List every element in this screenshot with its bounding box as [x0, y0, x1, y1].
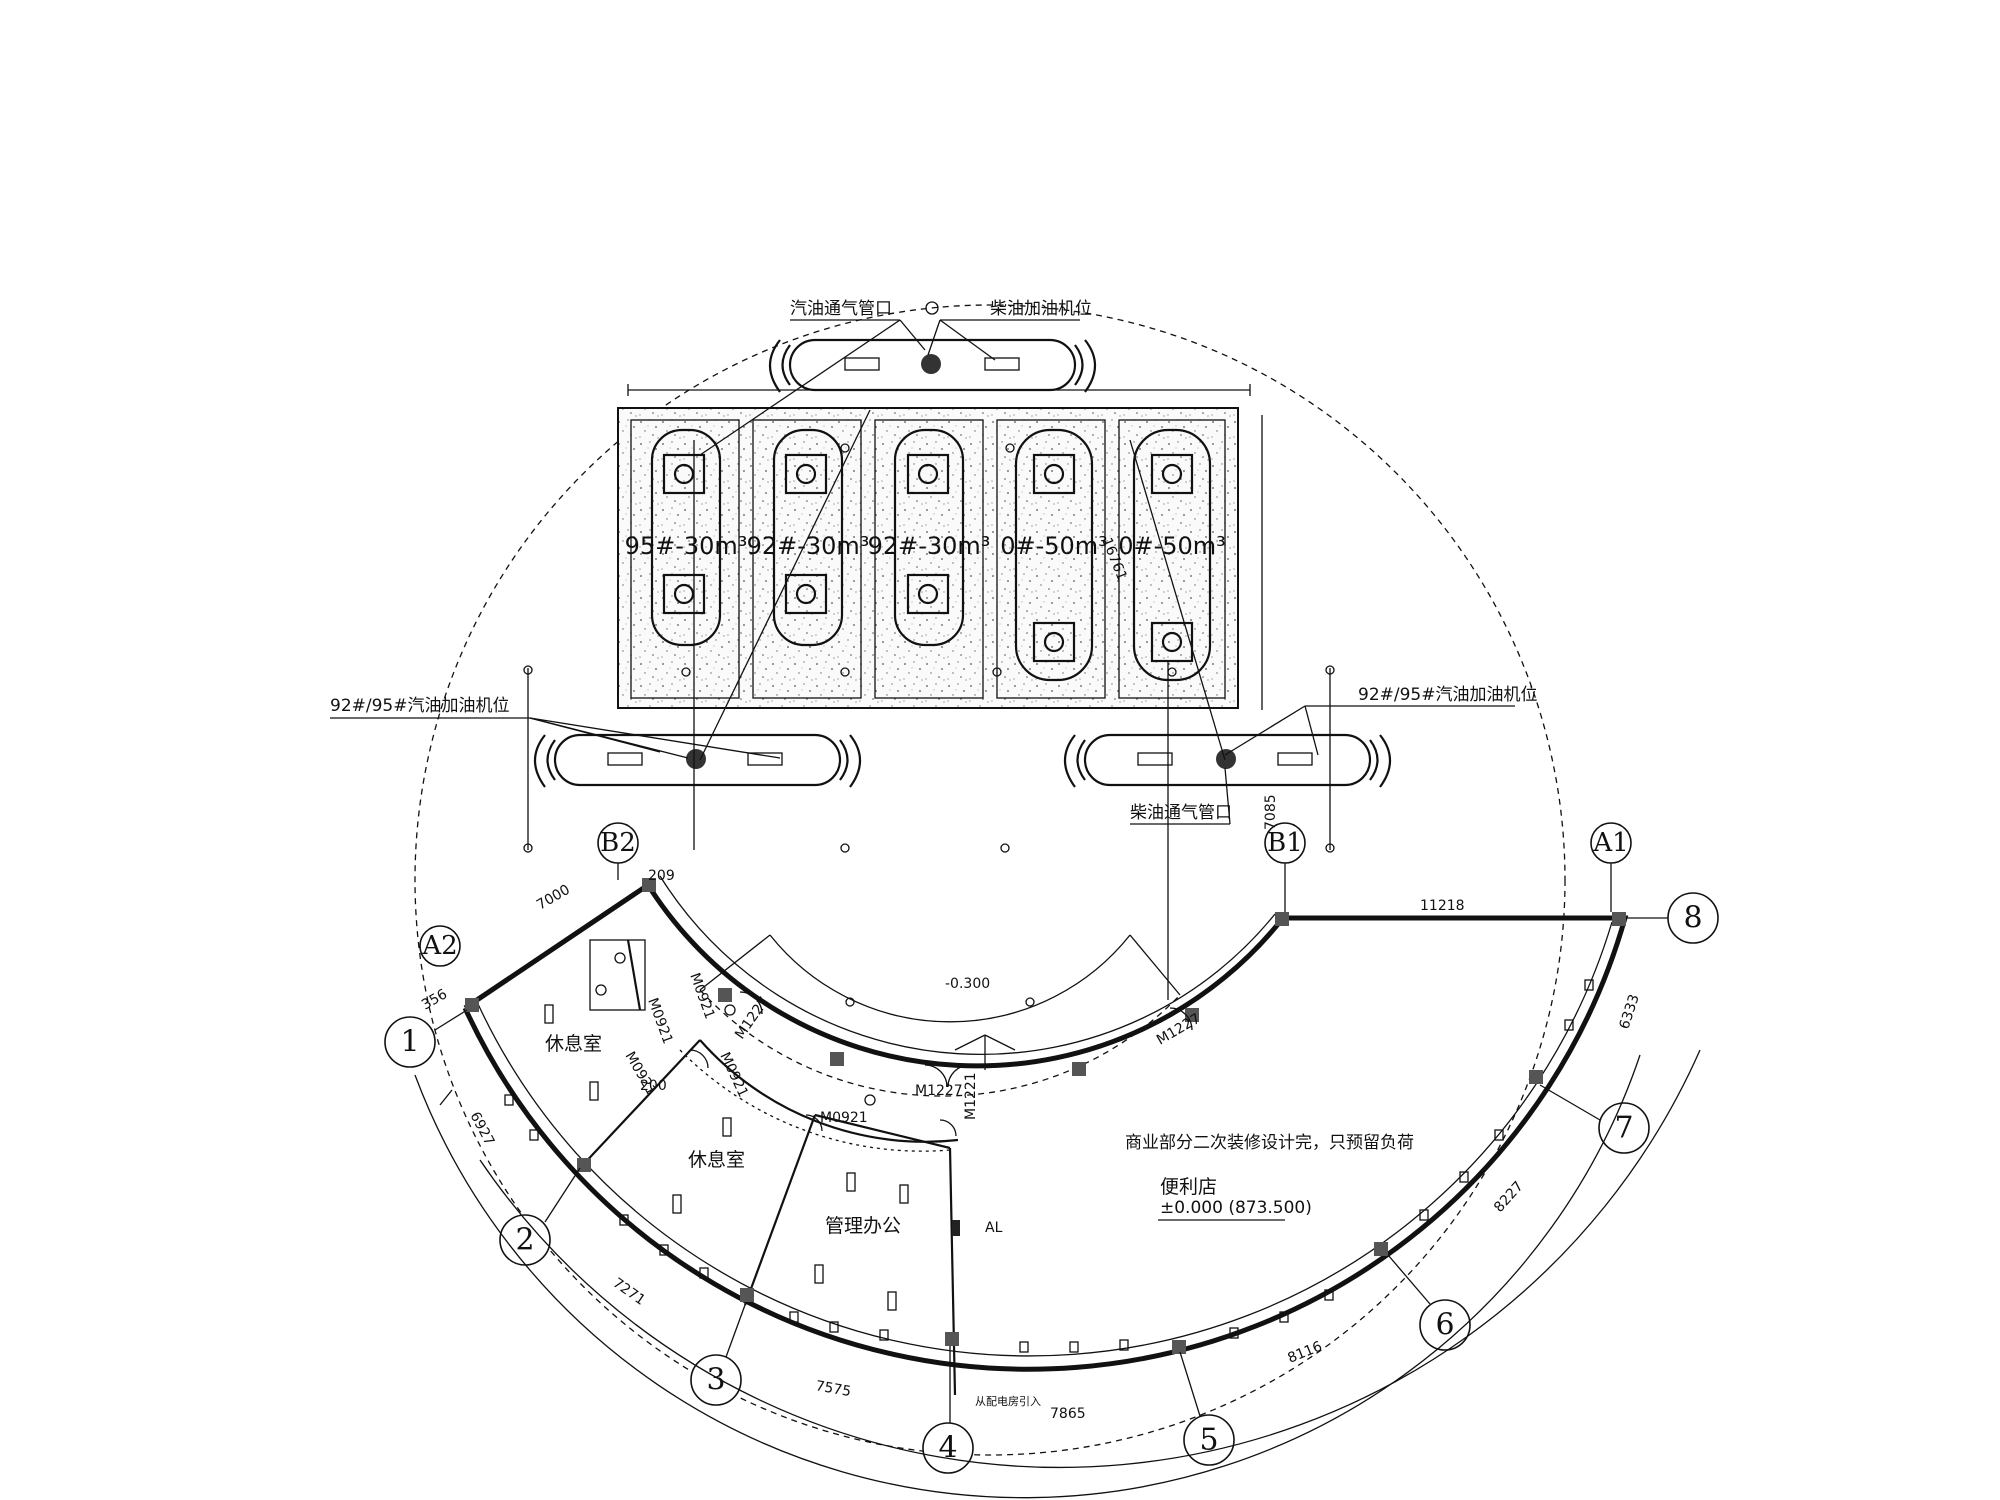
axis-bubble-a1 — [1590, 822, 1632, 864]
label-cable-entry: 从配电房引入 — [975, 1394, 1041, 1408]
svg-text:M1227: M1227 — [915, 1083, 963, 1099]
svg-text:8227: 8227 — [1491, 1178, 1527, 1215]
svg-text:B1: B1 — [1267, 828, 1303, 858]
columns — [465, 878, 1626, 1354]
tank-label-5: 0#-50m³ — [1118, 532, 1226, 560]
svg-text:M0921: M0921 — [716, 1050, 751, 1100]
svg-text:7865: 7865 — [1050, 1406, 1086, 1422]
label-diesel-dispenser: 柴油加油机位 — [990, 299, 1092, 319]
svg-text:6927: 6927 — [466, 1109, 497, 1148]
svg-text:6: 6 — [1435, 1308, 1454, 1343]
tank-manholes — [662, 453, 1194, 663]
tank-label-4: 0#-50m³ — [1000, 532, 1108, 560]
grid-bubbles: B2 B1 A1 A2 1 2 3 4 5 6 7 8 — [384, 822, 1719, 1474]
svg-text:A2: A2 — [421, 931, 457, 961]
site-light-poles — [523, 440, 1335, 1007]
svg-text:8116: 8116 — [1286, 1338, 1325, 1366]
axis-bubble-5 — [1183, 1414, 1235, 1466]
gas-island-left — [533, 733, 862, 788]
svg-text:356: 356 — [419, 986, 450, 1013]
tank-pit: 95#-30m³ 92#-30m³ 92#-30m³ 0#-50m³ 0#-50… — [617, 407, 1239, 709]
label-rest-room-2: 休息室 — [688, 1149, 745, 1171]
label-canopy-level: -0.300 — [945, 976, 990, 992]
svg-text:209: 209 — [648, 868, 675, 884]
svg-text:M1221: M1221 — [963, 1072, 979, 1120]
svg-text:8: 8 — [1683, 901, 1702, 936]
axis-bubble-b2 — [597, 822, 639, 864]
light-fixtures — [544, 952, 909, 1311]
label-gas-vent: 汽油通气管口 — [790, 299, 892, 319]
tank-2 — [772, 428, 844, 647]
svg-text:M1227: M1227 — [1154, 1011, 1203, 1049]
tank-label-3: 92#-30m³ — [868, 532, 991, 560]
svg-text:200: 200 — [640, 1078, 667, 1094]
axis-bubble-a2 — [419, 925, 461, 967]
panel-al-icon — [952, 1220, 960, 1236]
label-store-name: 便利店 — [1160, 1176, 1217, 1198]
svg-text:7000: 7000 — [534, 882, 573, 914]
svg-text:3: 3 — [706, 1363, 725, 1398]
label-panel-al: AL — [985, 1220, 1003, 1236]
diesel-island — [768, 338, 1097, 393]
label-office: 管理办公 — [825, 1215, 901, 1237]
axis-bubble-1 — [384, 1016, 436, 1068]
label-store-level: ±0.000 (873.500) — [1160, 1198, 1312, 1218]
label-gas-dispenser-right: 92#/95#汽油加油机位 — [1358, 685, 1537, 705]
site-boundary-circle — [414, 304, 1566, 1456]
svg-text:M0921: M0921 — [820, 1110, 868, 1126]
gas-dispenser-left-icon — [686, 749, 706, 769]
tank-3 — [893, 428, 965, 647]
svg-text:2: 2 — [515, 1223, 534, 1258]
svg-text:7085: 7085 — [1263, 794, 1279, 830]
tank-5 — [1132, 428, 1212, 682]
tank-1 — [650, 428, 722, 647]
building-outer-wall — [462, 915, 1629, 1372]
labels: 汽油通气管口 柴油加油机位 92#/95#汽油加油机位 92#/95#汽油加油机… — [330, 299, 1537, 1408]
svg-text:4: 4 — [938, 1431, 957, 1466]
axis-bubble-7 — [1598, 1102, 1650, 1154]
vent-marker-top — [925, 301, 939, 315]
svg-text:11218: 11218 — [1420, 898, 1465, 914]
building — [462, 875, 1629, 1396]
svg-text:6333: 6333 — [1617, 992, 1643, 1031]
tank-label-1: 95#-30m³ — [625, 532, 748, 560]
axis-bubble-b1 — [1264, 822, 1306, 864]
diesel-dispenser-icon — [921, 354, 941, 374]
svg-text:M0921: M0921 — [644, 996, 675, 1046]
svg-text:M0921: M0921 — [686, 971, 717, 1021]
leader-lines — [330, 319, 1515, 825]
label-diesel-vent: 柴油通气管口 — [1130, 803, 1232, 823]
building-inner-wall — [645, 883, 1285, 1069]
axis-bubble-3 — [690, 1354, 742, 1406]
gas-island-right — [1063, 733, 1392, 788]
gas-dispenser-right-icon — [1216, 749, 1236, 769]
outer-dimension-arcs — [414, 1049, 1701, 1499]
label-commercial-note: 商业部分二次装修设计完，只预留负荷 — [1125, 1133, 1414, 1153]
svg-text:1: 1 — [400, 1025, 419, 1060]
svg-text:7575: 7575 — [814, 1378, 852, 1400]
svg-text:7271: 7271 — [610, 1275, 648, 1309]
tank-4 — [1014, 428, 1094, 682]
svg-text:A1: A1 — [1592, 828, 1628, 858]
axis-bubble-6 — [1419, 1299, 1471, 1351]
svg-text:5: 5 — [1199, 1423, 1218, 1458]
label-rest-room-1: 休息室 — [545, 1033, 602, 1055]
svg-text:7: 7 — [1614, 1111, 1633, 1146]
doors — [689, 991, 1193, 1137]
svg-text:M1227: M1227 — [732, 994, 772, 1042]
svg-text:B2: B2 — [600, 828, 636, 858]
label-gas-dispenser-left: 92#/95#汽油加油机位 — [330, 696, 509, 716]
